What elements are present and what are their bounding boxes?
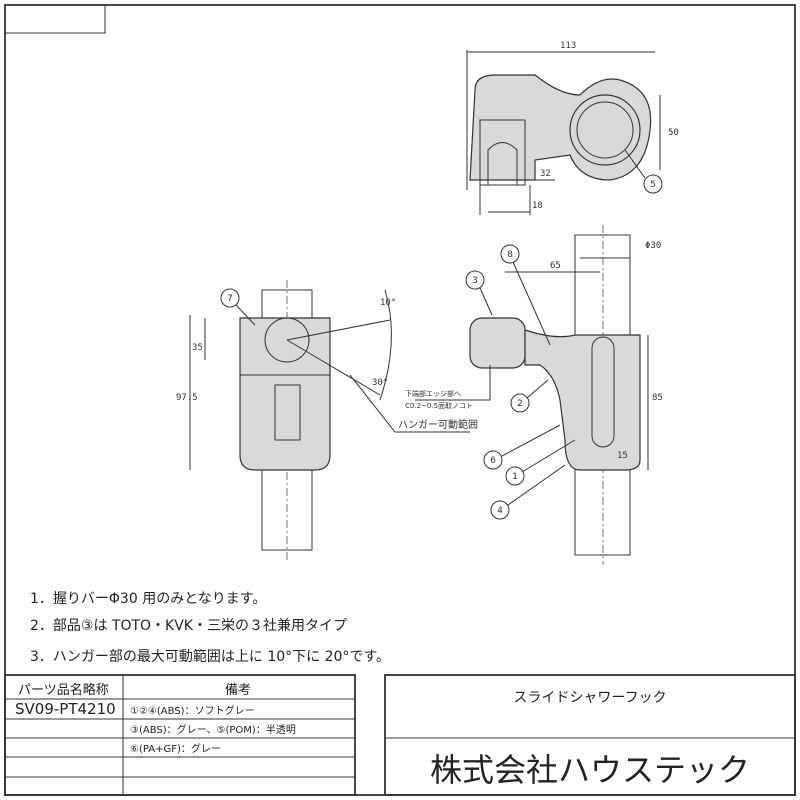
part-name-value: SV09-PT4210 — [15, 700, 116, 718]
dim-65: 65 — [550, 261, 561, 271]
part-callouts: 1 2 3 4 5 6 7 8 — [220, 149, 663, 520]
company-name: 株式会社ハウステック — [429, 751, 750, 789]
note-3: 3．ハンガー部の最大可動範囲は上に 10°下に 20°です。 — [30, 649, 391, 665]
dim-85: 85 — [652, 393, 663, 403]
callout-3: 3 — [472, 276, 478, 286]
corner-box — [4, 4, 106, 34]
side-view: 35 97.5 10° 30° ハンガー可動範囲 — [176, 280, 478, 560]
dim-32: 32 — [540, 169, 551, 179]
dim-18: 18 — [532, 201, 543, 211]
callout-2: 2 — [517, 399, 523, 409]
remark-2: ③(ABS)：グレー、⑤(POM)：半透明 — [130, 725, 296, 736]
dim-97-5: 97.5 — [176, 393, 198, 403]
callout-5: 5 — [650, 180, 656, 190]
callout-1: 1 — [512, 472, 518, 482]
remark-1: ①②④(ABS)：ソフトグレー — [130, 706, 255, 717]
dim-113: 113 — [560, 41, 576, 51]
callout-6: 6 — [490, 456, 496, 466]
chamfer-note-2: C0.2~0.5面取ノコト — [405, 402, 473, 410]
note-1: 1．握りバーΦ30 用のみとなります。 — [30, 591, 267, 607]
dim-10deg: 10° — [380, 298, 396, 308]
product-title: スライドシャワーフック — [513, 690, 667, 706]
dim-50: 50 — [668, 128, 679, 138]
dim-35: 35 — [192, 343, 203, 353]
top-view: 113 50 32 18 — [466, 41, 679, 215]
dim-phi30: Φ30 — [645, 241, 661, 251]
chamfer-note-1: 下端部エッジ部へ — [405, 389, 461, 398]
header-remarks: 備考 — [225, 683, 252, 698]
header-part-name: パーツ品名略称 — [18, 683, 109, 698]
dim-15: 15 — [617, 451, 628, 461]
remark-3: ⑥(PA+GF)：グレー — [130, 744, 221, 755]
front-view: Φ30 65 85 15 下端部エッジ部へ C0.2~0.5面取ノコト — [405, 225, 663, 565]
dim-30deg: 30° — [372, 378, 388, 388]
hanger-range-label: ハンガー可動範囲 — [398, 418, 478, 431]
callout-7: 7 — [227, 294, 233, 304]
table-grid — [4, 674, 796, 796]
callout-8: 8 — [507, 250, 513, 260]
note-2: 2．部品③は TOTO・KVK・三栄の３社兼用タイプ — [30, 618, 347, 634]
callout-4: 4 — [497, 506, 503, 516]
